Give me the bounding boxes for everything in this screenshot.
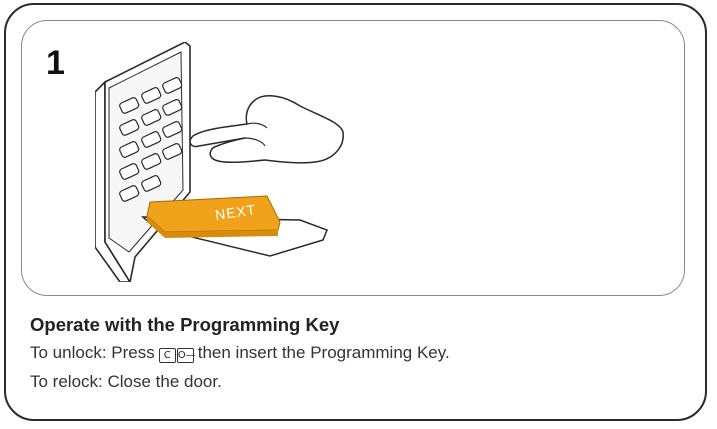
keypad-button — [162, 121, 183, 138]
keypad-button — [119, 185, 140, 202]
keypad-lock-illustration: NEXT — [95, 42, 344, 282]
relock-instruction: To relock: Close the door. — [30, 372, 222, 391]
keypad-button — [119, 97, 140, 114]
step-number: 1 — [46, 44, 65, 82]
unlock-suffix: then insert the Programming Key. — [197, 343, 450, 362]
illustration-panel — [21, 20, 685, 296]
c-key-icon: C — [158, 348, 176, 364]
keypad-button — [119, 119, 140, 136]
keypad-button — [141, 109, 162, 126]
keypad-button — [141, 87, 162, 104]
key-symbol-icon: O— — [176, 348, 196, 364]
key-brand-logo: NEXT — [214, 201, 257, 223]
keypad-button — [162, 77, 183, 94]
keypad-button — [141, 153, 162, 170]
keypad-button — [141, 131, 162, 148]
keypad-button — [119, 141, 140, 158]
keypad-button — [141, 175, 162, 192]
instruction-heading: Operate with the Programming Key — [30, 314, 340, 335]
keypad-button — [119, 163, 140, 180]
keypad-button — [162, 99, 183, 116]
keypad-buttons — [119, 77, 183, 202]
unlock-prefix: To unlock: Press — [30, 343, 155, 362]
programming-key-icon — [146, 195, 281, 238]
keypad-button — [162, 143, 183, 160]
hand-outline — [189, 94, 344, 164]
